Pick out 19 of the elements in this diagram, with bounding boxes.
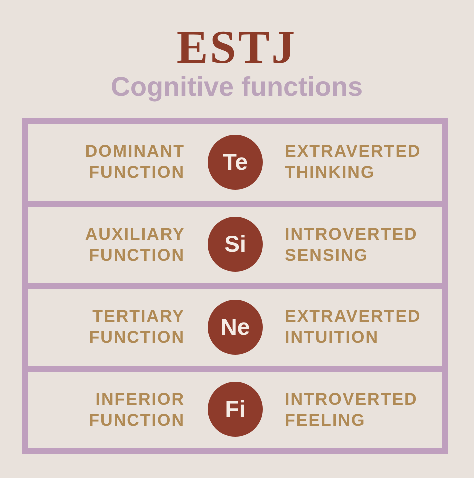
function-name-label: INTROVERTED SENSING	[285, 224, 418, 266]
function-rank-label: AUXILIARY FUNCTION	[85, 224, 185, 266]
table-row	[28, 372, 442, 448]
subtitle: Cognitive functions	[111, 74, 363, 101]
function-name-label: EXTRAVERTED THINKING	[285, 141, 422, 184]
function-rank-label: TERTIARY FUNCTION	[89, 306, 185, 348]
title: ESTJ	[176, 25, 298, 72]
function-rank-label: DOMINANT FUNCTION	[85, 141, 185, 184]
table-row	[28, 206, 442, 283]
function-badge: Ne	[208, 300, 263, 355]
function-badge: Te	[208, 134, 263, 190]
function-badge: Si	[208, 217, 263, 272]
table-frame	[22, 118, 448, 454]
function-rank-label: INFERIOR FUNCTION	[89, 388, 185, 431]
table-row	[28, 289, 442, 366]
function-badge: Fi	[208, 382, 263, 438]
function-name-label: EXTRAVERTED INTUITION	[285, 306, 422, 348]
function-name-label: INTROVERTED FEELING	[285, 388, 418, 431]
table-row	[28, 124, 442, 200]
